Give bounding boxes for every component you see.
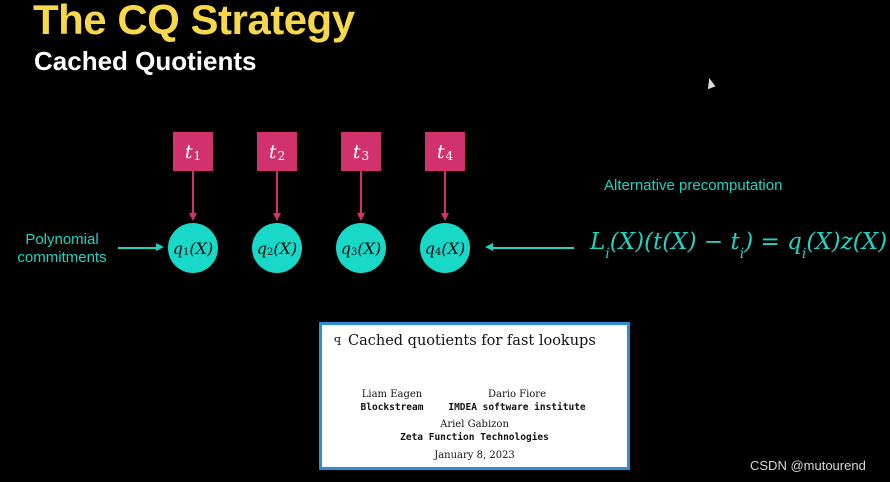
arrow-t2-q2 (276, 171, 278, 215)
arrowhead-t2-q2-icon (273, 213, 281, 221)
author-name: Ariel Gabizon (440, 419, 509, 430)
arrowhead-t3-q3-icon (357, 213, 365, 221)
paper-date: January 8, 2023 (434, 450, 515, 461)
arrow-t1-q1 (192, 171, 194, 215)
arrowhead-right-icon (156, 243, 164, 251)
arrowhead-left-icon (485, 243, 493, 251)
paper-title: ꟼ Cached quotients for fast lookups (334, 333, 596, 349)
slide-title: The CQ Strategy (33, 0, 355, 43)
mouse-cursor-icon (704, 76, 716, 90)
arrowhead-t4-q4-icon (441, 213, 449, 221)
arrow-commitments (118, 247, 158, 249)
author-affiliation: Zeta Function Technologies (400, 432, 549, 443)
arrow-t3-q3 (360, 171, 362, 215)
author-affiliation: IMDEA software institute (448, 402, 586, 413)
watermark: CSDN @mutourend (750, 458, 866, 473)
arrow-t4-q4 (444, 171, 446, 215)
arrow-precomputation (492, 247, 574, 249)
arrowhead-t1-q1-icon (189, 213, 197, 221)
paper-screenshot: ꟼ Cached quotients for fast lookups Liam… (319, 322, 630, 470)
paper-logo-icon: ꟼ (334, 335, 342, 348)
alternative-precomputation-label: Alternative precomputation (604, 177, 783, 194)
author-name: Liam Eagen (361, 389, 423, 400)
author-name: Dario Fiore (487, 389, 546, 400)
polynomial-commitments-label: Polynomial commitments (17, 231, 107, 266)
author-affiliation: Blockstream (360, 402, 424, 413)
precomputation-equation: Li(X)(t(X) − ti) = qi(X)z(X) (590, 229, 888, 262)
slide-subtitle: Cached Quotients (34, 46, 257, 76)
